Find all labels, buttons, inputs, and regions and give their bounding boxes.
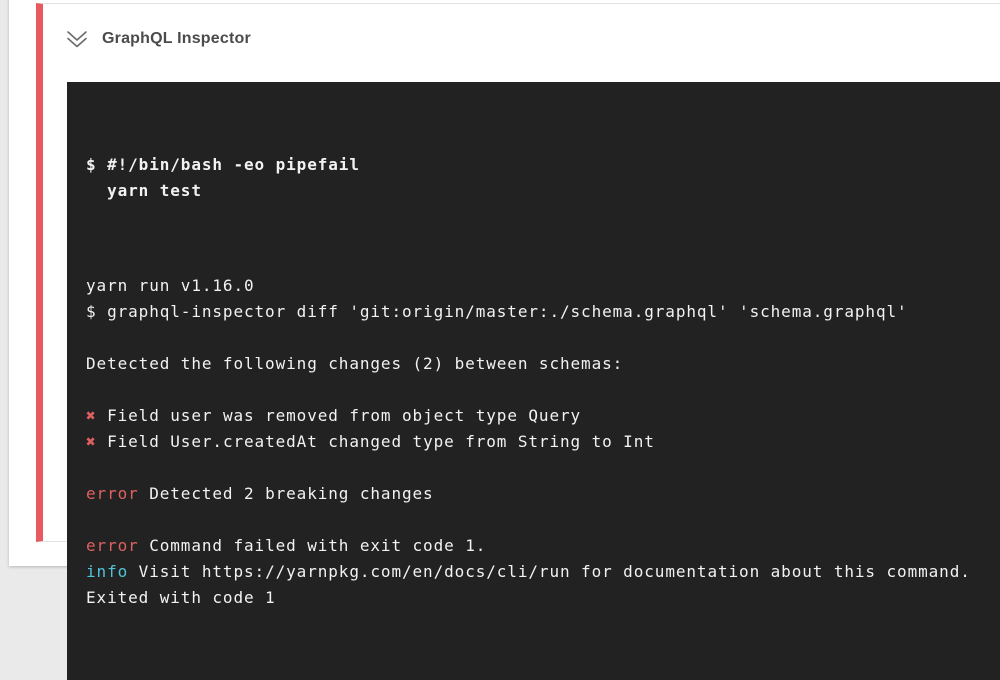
terminal-line: ✖ Field User.createdAt changed type from… xyxy=(86,429,993,455)
terminal-line: ✖ Field user was removed from object typ… xyxy=(86,403,993,429)
terminal-text: Detected the following changes (2) betwe… xyxy=(86,354,624,373)
terminal-line xyxy=(86,455,993,481)
terminal-line: error Detected 2 breaking changes xyxy=(86,481,993,507)
terminal-line: Detected the following changes (2) betwe… xyxy=(86,351,993,377)
terminal-text: Visit https://yarnpkg.com/en/docs/cli/ru… xyxy=(128,562,971,581)
content-card: GraphQL Inspector $ #!/bin/bash -eo pipe… xyxy=(9,0,1000,680)
terminal-line: $ graphql-inspector diff 'git:origin/mas… xyxy=(86,299,993,325)
terminal-line: Exited with code 1 xyxy=(86,585,993,611)
chevron-double-down-icon xyxy=(65,29,89,51)
terminal-line xyxy=(86,377,993,403)
terminal-text: Field user was removed from object type … xyxy=(96,406,582,425)
build-step-panel: GraphQL Inspector $ #!/bin/bash -eo pipe… xyxy=(36,3,1000,680)
terminal-text: yarn run v1.16.0 xyxy=(86,276,255,295)
terminal-line: info Visit https://yarnpkg.com/en/docs/c… xyxy=(86,559,993,585)
terminal-text: Field User.createdAt changed type from S… xyxy=(96,432,655,451)
terminal-line xyxy=(86,507,993,533)
terminal-text: Exited with code 1 xyxy=(86,588,276,607)
page-background: { "page": { "background": "#eaeaea" }, "… xyxy=(9,0,1000,680)
terminal-line: yarn run v1.16.0 xyxy=(86,273,993,299)
error-label: error xyxy=(86,536,139,555)
terminal-command-line: yarn test xyxy=(86,181,202,200)
info-label: info xyxy=(86,562,129,581)
error-label: error xyxy=(86,484,139,503)
breaking-change-x-icon: ✖ xyxy=(86,406,97,425)
terminal-output: $ #!/bin/bash -eo pipefail yarn test yar… xyxy=(67,82,1000,680)
terminal-line xyxy=(86,325,993,351)
terminal-text: Command failed with exit code 1. xyxy=(138,536,487,555)
terminal-text: Detected 2 breaking changes xyxy=(138,484,434,503)
step-header-toggle[interactable]: GraphQL Inspector xyxy=(43,4,1000,82)
terminal-command-block: $ #!/bin/bash -eo pipefail yarn test xyxy=(86,152,993,204)
breaking-change-x-icon: ✖ xyxy=(86,432,97,451)
terminal-line: error Command failed with exit code 1. xyxy=(86,533,993,559)
terminal-command-line: $ #!/bin/bash -eo pipefail xyxy=(86,155,360,174)
step-title: GraphQL Inspector xyxy=(102,30,251,47)
terminal-text: $ graphql-inspector diff 'git:origin/mas… xyxy=(86,302,908,321)
terminal-output-block: yarn run v1.16.0 $ graphql-inspector diff… xyxy=(86,273,993,611)
